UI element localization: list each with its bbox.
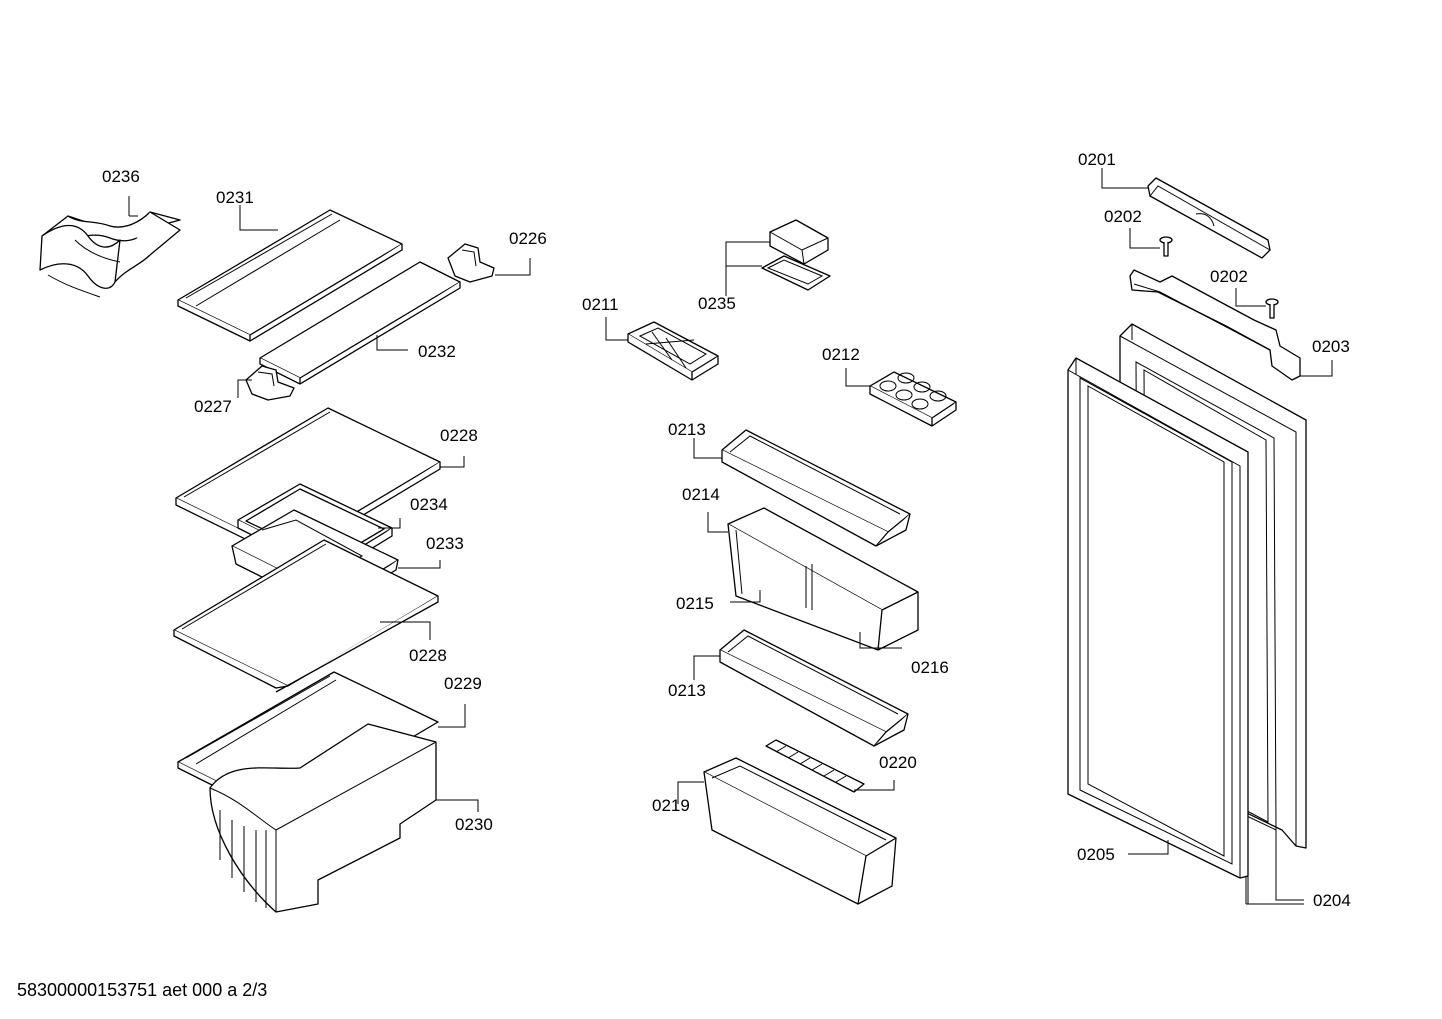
label-0228-upper: 0228: [440, 426, 478, 445]
label-0202-upper: 0202: [1104, 207, 1142, 226]
part-0213-door-shelf-upper: [721, 429, 911, 547]
label-0202-lower: 0202: [1210, 267, 1248, 286]
label-0227: 0227: [194, 397, 232, 416]
part-0202-screw-upper: [1159, 236, 1173, 257]
part-0219-bottle-bin: [703, 757, 897, 905]
label-0213-upper: 0213: [668, 420, 706, 439]
part-0213-door-shelf-lower: [719, 629, 909, 747]
part-0226-bracket: [447, 243, 495, 283]
part-0201-handle-cover: [1147, 177, 1271, 259]
label-0220: 0220: [879, 753, 917, 772]
label-0232: 0232: [418, 342, 456, 361]
part-0235-butter-box: [761, 219, 831, 291]
label-0204: 0204: [1313, 891, 1351, 910]
label-0231: 0231: [216, 188, 254, 207]
label-0219: 0219: [652, 796, 690, 815]
label-0213-lower: 0213: [668, 681, 706, 700]
part-0227-bracket: [245, 365, 295, 401]
label-0234: 0234: [410, 495, 448, 514]
label-0228-lower: 0228: [409, 646, 447, 665]
part-0203-handle-bracket: [1129, 269, 1301, 381]
part-0232-glass-shelf: [259, 261, 461, 385]
part-0230-crisper-bin: [209, 723, 437, 913]
label-0205: 0205: [1077, 845, 1115, 864]
part-0214-door-bin: [727, 507, 919, 651]
part-0202-screw-lower: [1265, 298, 1279, 319]
part-0211-ice-tray: [627, 321, 719, 381]
part-0228-glass-shelf-lower: [173, 539, 439, 693]
label-0226: 0226: [509, 229, 547, 248]
label-0201: 0201: [1078, 150, 1116, 169]
label-0230: 0230: [455, 815, 493, 834]
label-0233: 0233: [426, 534, 464, 553]
label-0212: 0212: [822, 345, 860, 364]
drawing-code: 58300000153751 aet 000 a 2/3: [17, 980, 268, 1000]
label-0229: 0229: [444, 674, 482, 693]
part-0212-egg-tray: [869, 371, 957, 427]
label-0235: 0235: [698, 294, 736, 313]
label-0215: 0215: [676, 594, 714, 613]
part-0236-bottle-rack: [39, 211, 181, 298]
part-0231-glass-shelf: [177, 209, 403, 342]
part-0220-bottle-retainer: [765, 739, 865, 793]
label-0236: 0236: [102, 167, 140, 186]
label-0203: 0203: [1312, 337, 1350, 356]
label-0214: 0214: [682, 485, 720, 504]
label-0216: 0216: [911, 658, 949, 677]
label-0211: 0211: [582, 295, 619, 314]
